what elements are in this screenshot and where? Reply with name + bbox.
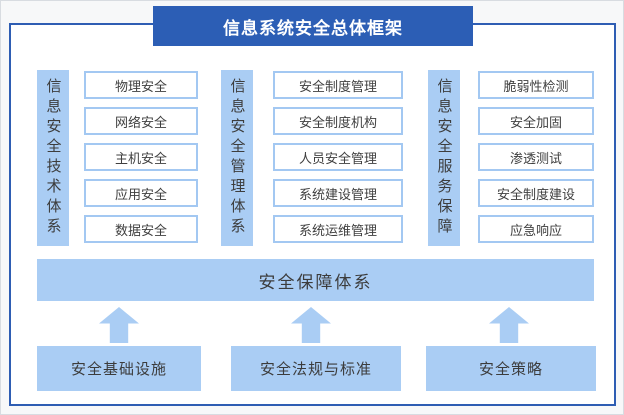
item-box-host-security: 主机安全 bbox=[84, 143, 198, 171]
diagram-title: 信息系统安全总体框架 bbox=[153, 6, 473, 46]
item-box-vulnerability-detection: 脆弱性检测 bbox=[478, 71, 594, 99]
column-items-service: 脆弱性检测 安全加固 渗透测试 安全制度建设 应急响应 bbox=[478, 71, 594, 243]
item-box-security-policy-organization: 安全制度机构 bbox=[273, 107, 403, 135]
item-box-system-operation-management: 系统运维管理 bbox=[273, 215, 403, 243]
column-items-technology: 物理安全 网络安全 主机安全 应用安全 数据安全 bbox=[84, 71, 198, 243]
foundation-box-infrastructure: 安全基础设施 bbox=[37, 346, 201, 391]
item-box-physical-security: 物理安全 bbox=[84, 71, 198, 99]
item-box-emergency-response: 应急响应 bbox=[478, 215, 594, 243]
item-box-network-security: 网络安全 bbox=[84, 107, 198, 135]
item-box-application-security: 应用安全 bbox=[84, 179, 198, 207]
column-label-technology-system: 信息安全技术体系 bbox=[37, 70, 69, 246]
item-box-security-hardening: 安全加固 bbox=[478, 107, 594, 135]
column-items-management: 安全制度管理 安全制度机构 人员安全管理 系统建设管理 系统运维管理 bbox=[273, 71, 403, 243]
item-box-security-policy-management: 安全制度管理 bbox=[273, 71, 403, 99]
foundation-box-security-strategy: 安全策略 bbox=[426, 346, 596, 391]
item-box-personnel-security-management: 人员安全管理 bbox=[273, 143, 403, 171]
item-box-penetration-testing: 渗透测试 bbox=[478, 143, 594, 171]
item-box-security-policy-construction: 安全制度建设 bbox=[478, 179, 594, 207]
item-box-system-construction-management: 系统建设管理 bbox=[273, 179, 403, 207]
security-assurance-bar: 安全保障体系 bbox=[37, 259, 594, 301]
item-box-data-security: 数据安全 bbox=[84, 215, 198, 243]
column-label-management-system: 信息安全管理体系 bbox=[221, 70, 253, 246]
column-label-service-assurance: 信息安全服务保障 bbox=[428, 70, 460, 246]
foundation-box-laws-standards: 安全法规与标准 bbox=[231, 346, 401, 391]
